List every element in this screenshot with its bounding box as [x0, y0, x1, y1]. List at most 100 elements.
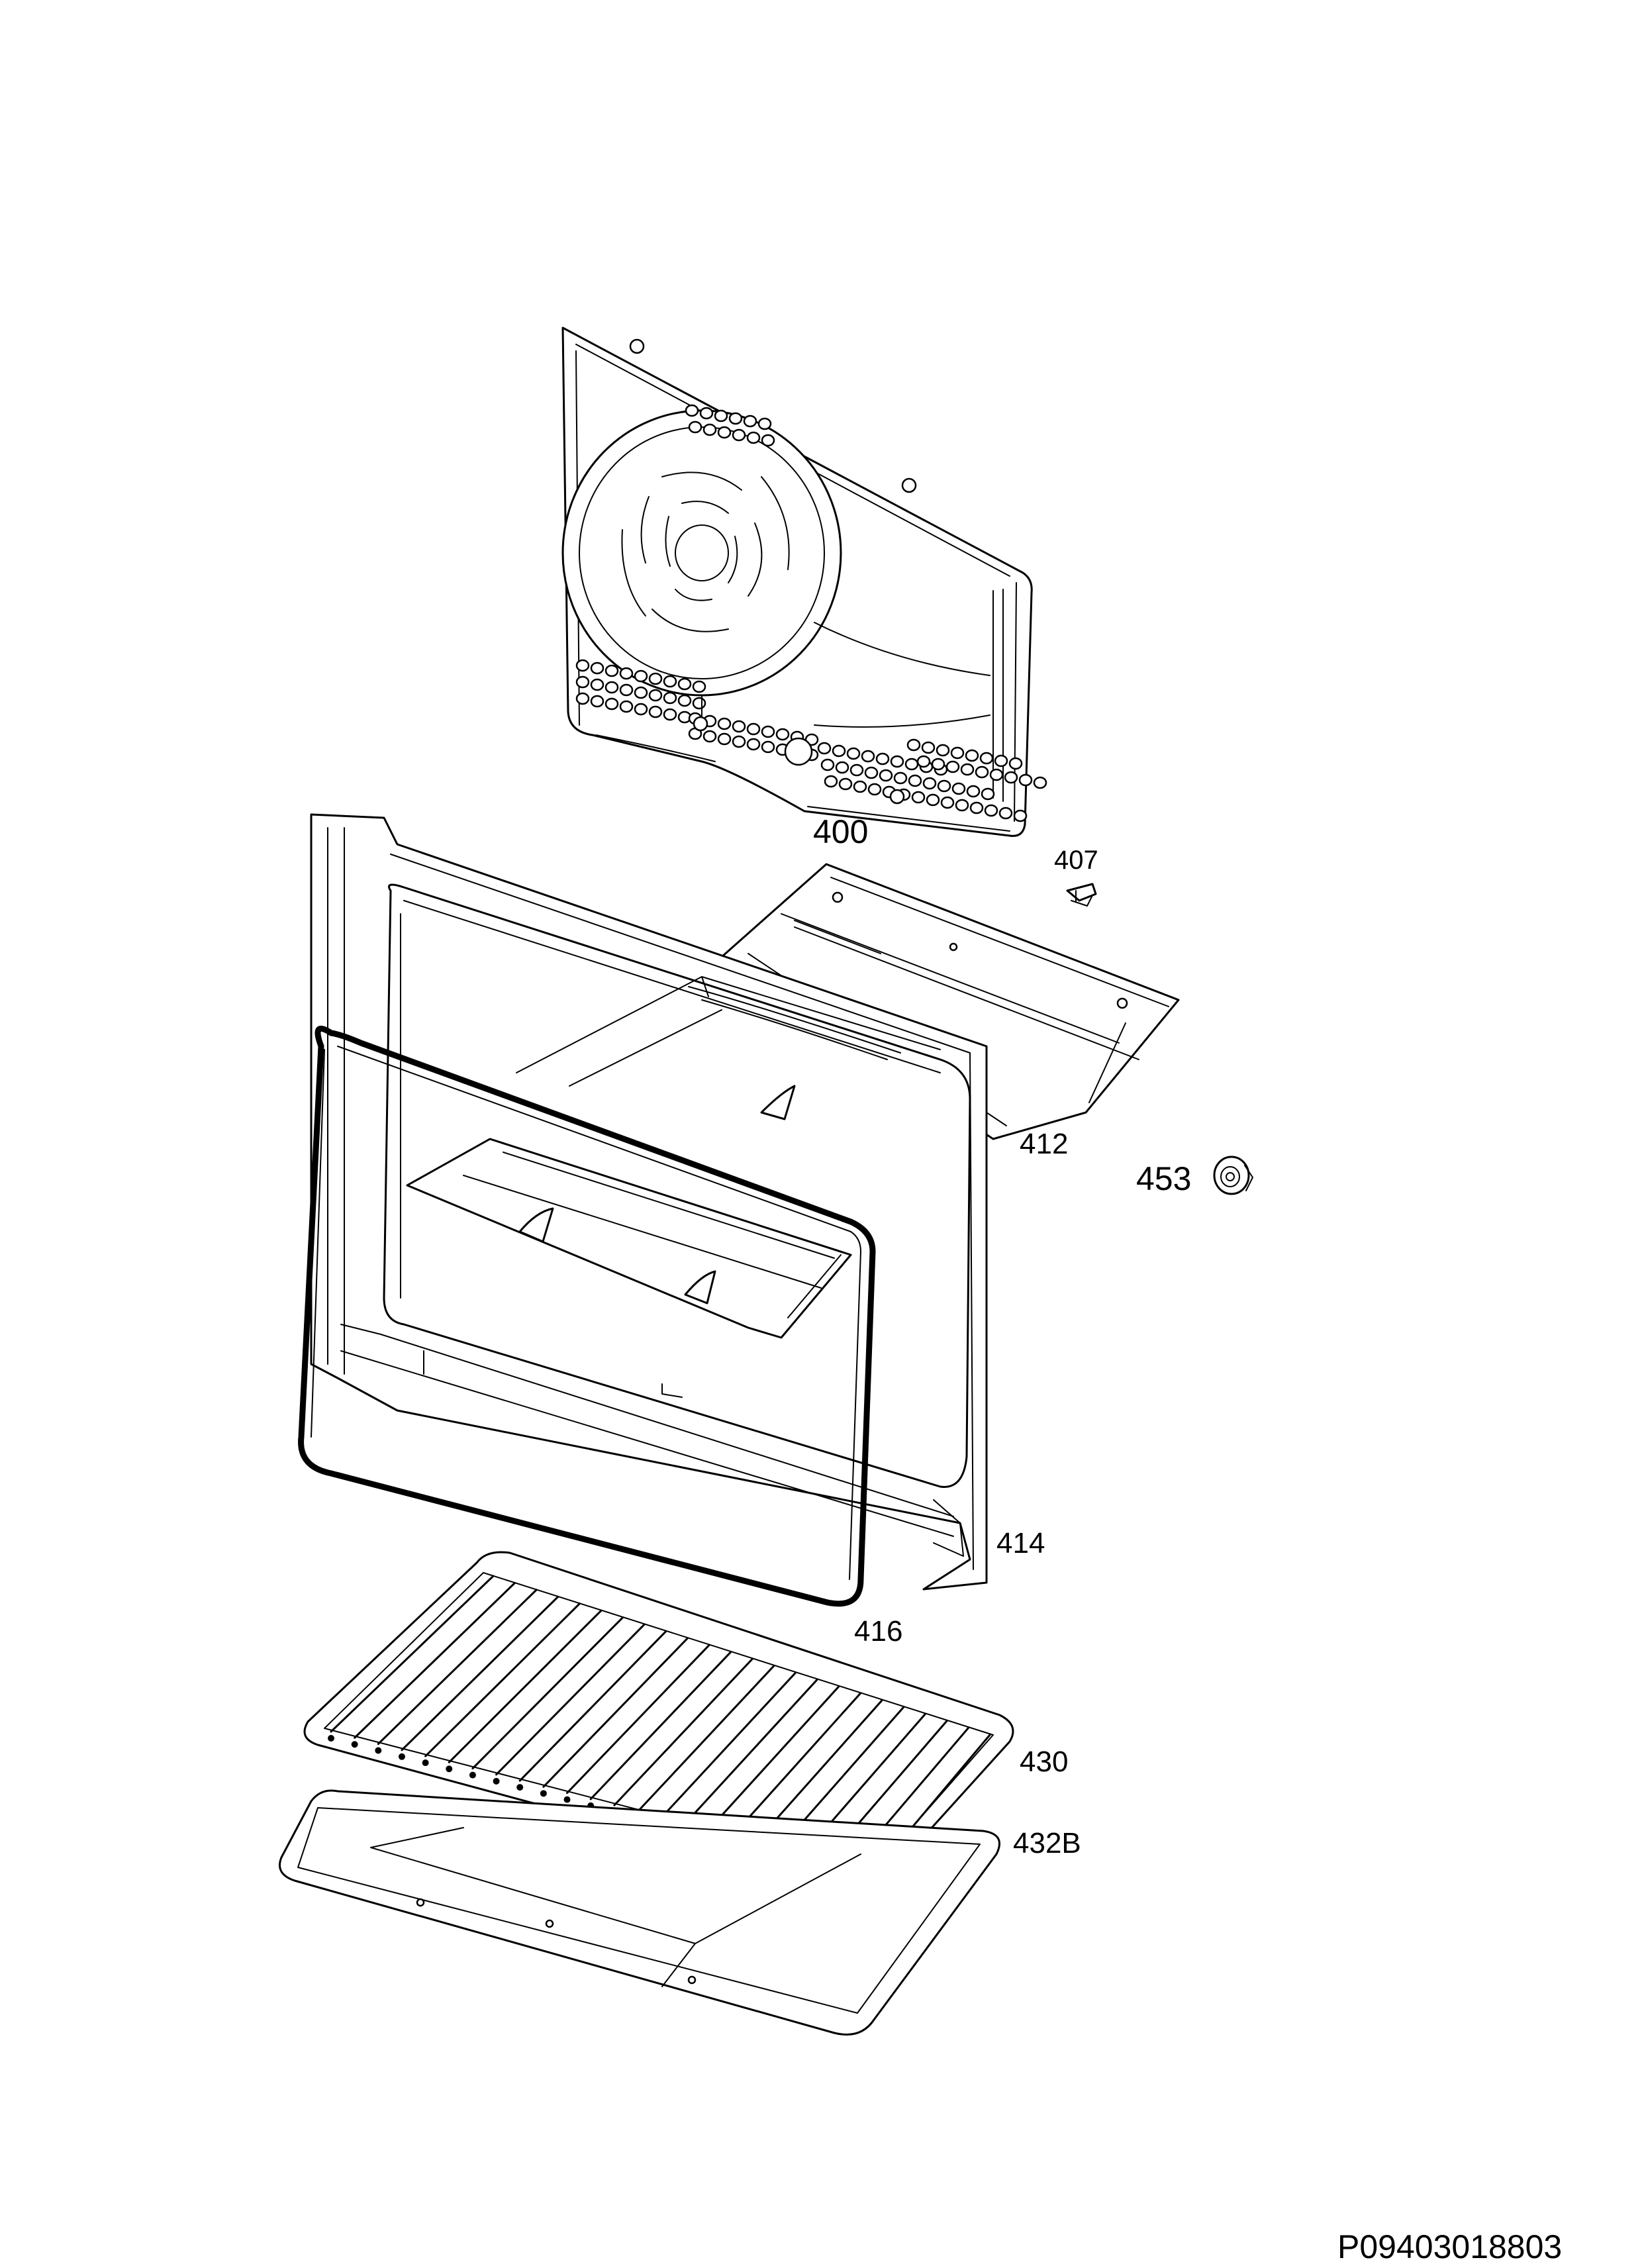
vent-hole	[921, 741, 936, 754]
grid-wire-foot	[493, 1777, 500, 1785]
grid-wire	[636, 1665, 775, 1812]
vent-hole	[940, 796, 955, 809]
vent-hole	[743, 415, 757, 428]
vent-hole	[981, 787, 995, 801]
vent-hole	[965, 749, 979, 762]
drawing-code: P09403018803	[1337, 2228, 1562, 2265]
vent-hole	[908, 774, 922, 787]
label-400: 400	[813, 813, 868, 850]
vent-hole	[1004, 771, 1018, 784]
label-453: 453	[1136, 1160, 1191, 1197]
vent-hole	[648, 689, 663, 702]
vent-hole	[936, 744, 950, 757]
vent-hole	[604, 681, 619, 694]
vent-hole	[937, 779, 951, 793]
vent-hole	[663, 691, 677, 705]
vent-hole	[890, 755, 904, 768]
vent-hole	[634, 703, 648, 716]
vent-hole	[717, 732, 732, 746]
tray-part-432b	[279, 1789, 1000, 2036]
grid-wire	[495, 1623, 646, 1776]
vent-hole	[994, 754, 1008, 767]
vent-hole	[746, 738, 761, 751]
vent-hole	[820, 758, 835, 771]
label-407: 407	[1054, 846, 1098, 875]
vent-hole	[746, 431, 761, 444]
fastener-part-453	[1213, 1156, 1253, 1195]
vent-hole	[979, 752, 994, 765]
door-seal-part-416	[298, 1025, 876, 1607]
vent-hole	[966, 785, 981, 798]
vent-hole	[832, 744, 846, 758]
grid-wire	[518, 1630, 667, 1782]
grid-wire	[566, 1644, 710, 1795]
vent-hole	[824, 775, 838, 788]
grid-wire	[401, 1595, 559, 1751]
vent-hole	[732, 720, 746, 733]
grid-wire	[448, 1609, 603, 1763]
front-frame-part-414	[310, 813, 988, 1591]
vent-hole	[916, 755, 931, 768]
vent-hole	[893, 771, 908, 785]
vent-hole	[998, 807, 1013, 820]
grid-wire-foot	[563, 1796, 571, 1803]
vent-hole	[849, 764, 864, 777]
grid-wire	[330, 1575, 495, 1733]
vent-hole	[590, 695, 604, 708]
vent-hole	[685, 404, 699, 417]
grid-wire	[471, 1616, 624, 1770]
vent-hole	[702, 423, 717, 436]
vent-hole	[619, 667, 634, 680]
vent-hole	[879, 769, 893, 782]
vent-hole	[634, 686, 648, 699]
vent-hole	[634, 669, 648, 683]
grid-wire-foot	[375, 1747, 382, 1754]
shelf-part-412	[720, 863, 1180, 1140]
grid-wire-foot	[469, 1771, 476, 1779]
vent-hole	[950, 746, 965, 760]
vent-hole	[1033, 776, 1047, 789]
vent-hole	[951, 782, 966, 795]
vent-hole	[864, 766, 879, 779]
vent-hole	[960, 763, 975, 776]
grid-wire-foot	[351, 1741, 358, 1748]
grid-wire	[354, 1581, 516, 1739]
grid-wire-foot	[540, 1790, 547, 1797]
vent-hole	[619, 683, 634, 697]
vent-hole	[604, 664, 619, 677]
label-414: 414	[996, 1527, 1045, 1559]
vent-hole	[575, 692, 590, 705]
vent-hole	[911, 791, 926, 804]
grid-wire	[613, 1657, 753, 1806]
vent-hole	[677, 694, 692, 707]
grid-wire	[707, 1685, 840, 1831]
vent-hole	[861, 750, 875, 763]
vent-hole	[926, 793, 940, 807]
grid-wire	[542, 1637, 689, 1788]
vent-hole	[728, 412, 743, 425]
grid-wire	[377, 1589, 538, 1746]
vent-hole	[846, 747, 861, 760]
vent-hole	[904, 758, 919, 771]
vent-hole	[867, 783, 882, 796]
vent-hole	[1008, 757, 1023, 770]
vent-hole	[663, 708, 677, 721]
grid-wire-foot	[422, 1759, 429, 1767]
vent-hole	[955, 799, 969, 812]
vent-hole	[604, 697, 619, 711]
label-432b: 432B	[1013, 1827, 1081, 1859]
vent-hole	[761, 725, 775, 738]
vent-hole	[699, 407, 714, 420]
label-412: 412	[1020, 1128, 1068, 1160]
grid-wire	[684, 1679, 818, 1825]
vent-hole	[945, 760, 960, 773]
vent-hole	[702, 730, 717, 743]
grid-wire	[660, 1671, 797, 1819]
clip-part-407	[1066, 883, 1097, 907]
vent-hole	[648, 705, 663, 718]
vent-hole	[922, 777, 937, 790]
vent-hole	[575, 675, 590, 689]
vent-hole	[775, 728, 790, 741]
vent-hole	[677, 677, 692, 691]
vent-hole	[761, 434, 775, 447]
